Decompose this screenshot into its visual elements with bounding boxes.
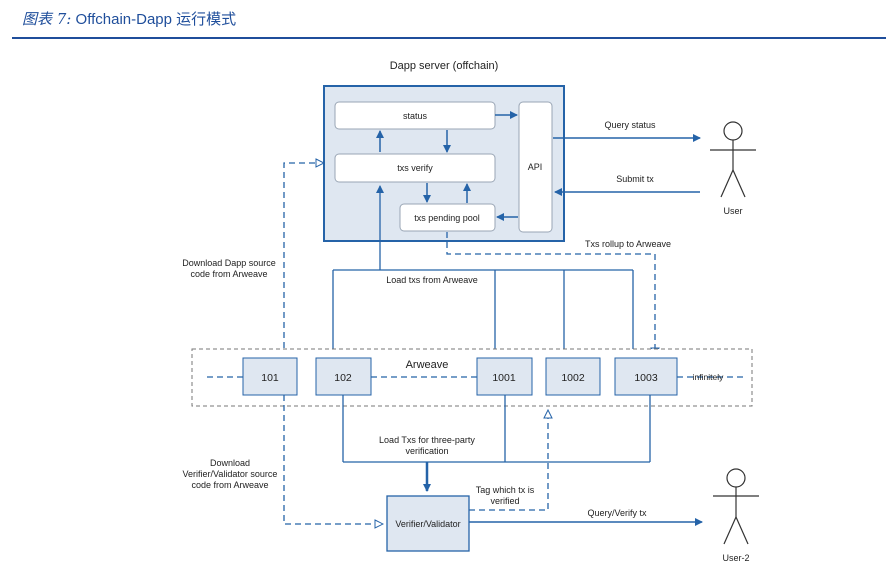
rollup-label: Txs rollup to Arweave xyxy=(585,239,671,249)
verifier-box xyxy=(386,495,470,552)
pending-pool-box xyxy=(399,203,496,232)
arweave-node-101-label: 101 xyxy=(261,372,279,384)
dapp-server-title: Dapp server (offchain) xyxy=(390,60,499,72)
download-dapp-label-2: code from Arweave xyxy=(190,269,267,279)
arweave-node-1002 xyxy=(545,357,601,396)
query-status-label: Query status xyxy=(604,120,656,130)
caption-title: Offchain-Dapp 运行模式 xyxy=(75,11,237,28)
download-dapp-label-1: Download Dapp source xyxy=(182,258,276,268)
arweave-node-1001 xyxy=(476,357,533,396)
user-2-figure-icon xyxy=(713,468,759,545)
download-verifier-label-1: Download xyxy=(210,458,250,468)
tag-tx-label-1: Tag which tx is xyxy=(476,485,535,495)
caption-prefix: 图表 7: xyxy=(22,10,72,28)
infinitely-label: infinitely xyxy=(693,372,724,382)
txs-verify-label: txs verify xyxy=(397,163,433,173)
arweave-title: Arweave xyxy=(406,359,449,371)
arweave-node-101 xyxy=(242,357,298,396)
load-three-party-label-2: verification xyxy=(405,446,448,456)
download-verifier-label-3: code from Arweave xyxy=(191,480,268,490)
download-verifier-arrow xyxy=(283,395,383,524)
download-verifier-label-2: Verifier/Validator source xyxy=(183,469,278,479)
rollup-arrow xyxy=(446,232,655,356)
user-figure-icon xyxy=(710,121,756,198)
submit-tx-label: Submit tx xyxy=(616,174,654,184)
status-label: status xyxy=(403,111,428,121)
pending-pool-label: txs pending pool xyxy=(414,213,480,223)
tag-tx-label-2: verified xyxy=(490,496,519,506)
user-2-label: User-2 xyxy=(722,553,749,563)
user-label: User xyxy=(723,206,742,216)
figure-caption: 图表 7: Offchain-Dapp 运行模式 xyxy=(22,8,236,29)
api-label: API xyxy=(528,162,543,172)
load-txs-label: Load txs from Arweave xyxy=(386,275,478,285)
arweave-node-1001-label: 1001 xyxy=(492,372,516,384)
download-dapp-arrow xyxy=(283,163,324,358)
txs-verify-box xyxy=(334,153,496,183)
load-three-party-label-1: Load Txs for three-party xyxy=(379,435,475,445)
caption-divider xyxy=(12,37,886,39)
arweave-node-1003-label: 1003 xyxy=(634,372,658,384)
arweave-node-1003 xyxy=(614,357,678,396)
arweave-node-102-label: 102 xyxy=(334,372,352,384)
api-box xyxy=(518,101,553,233)
verifier-label: Verifier/Validator xyxy=(395,519,460,529)
tag-tx-arrow xyxy=(469,410,548,511)
arweave-node-1002-label: 1002 xyxy=(561,372,585,384)
query-verify-label: Query/Verify tx xyxy=(587,508,647,518)
